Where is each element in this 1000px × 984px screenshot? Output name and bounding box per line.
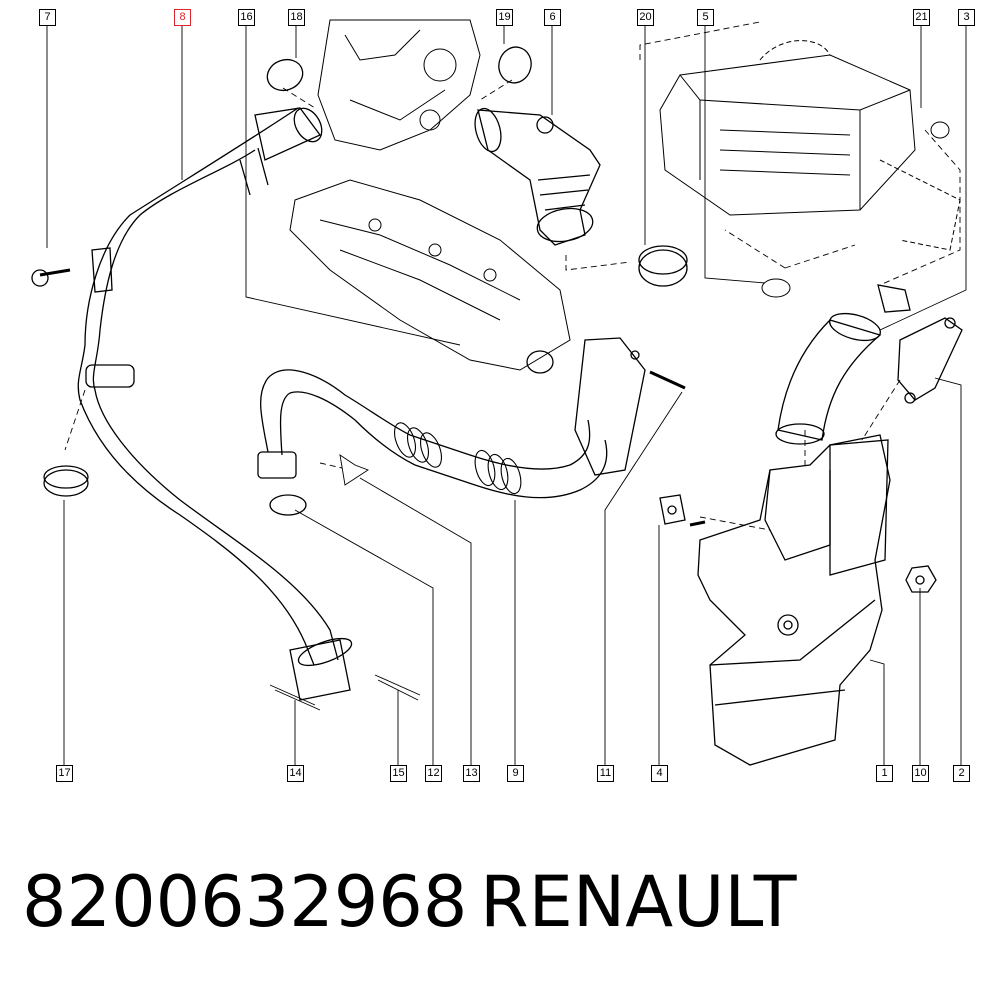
callout-20[interactable]: 20 — [637, 9, 654, 26]
pipe-part-9 — [257, 337, 686, 516]
cover-part-2 — [897, 317, 963, 404]
intake-manifold — [289, 19, 571, 371]
callout-8-highlighted[interactable]: 8 — [174, 9, 191, 26]
callout-16[interactable]: 16 — [238, 9, 255, 26]
leader-lines — [46, 25, 967, 765]
callout-12[interactable]: 12 — [425, 765, 442, 782]
callout-7[interactable]: 7 — [39, 9, 56, 26]
part-number: 8200632968 — [22, 861, 468, 943]
callout-5[interactable]: 5 — [697, 9, 714, 26]
air-filter-box — [659, 40, 961, 298]
callout-6[interactable]: 6 — [544, 9, 561, 26]
callout-3[interactable]: 3 — [958, 9, 975, 26]
callout-18[interactable]: 18 — [288, 9, 305, 26]
hose-part-8 — [77, 107, 353, 701]
inlet-elbow-part-6 — [474, 107, 601, 246]
callout-14[interactable]: 14 — [287, 765, 304, 782]
assembly-dashed-lines — [64, 21, 961, 531]
hose-clamps — [43, 46, 688, 497]
callout-13[interactable]: 13 — [463, 765, 480, 782]
callout-2[interactable]: 2 — [953, 765, 970, 782]
callout-19[interactable]: 19 — [496, 9, 513, 26]
hose-part-3 — [775, 284, 911, 445]
fixings — [31, 268, 937, 711]
callout-4[interactable]: 4 — [651, 765, 668, 782]
intercooler-housing-part-1 — [659, 434, 891, 766]
callout-9[interactable]: 9 — [507, 765, 524, 782]
callout-1[interactable]: 1 — [876, 765, 893, 782]
callout-15[interactable]: 15 — [390, 765, 407, 782]
callout-17[interactable]: 17 — [56, 765, 73, 782]
callout-10[interactable]: 10 — [912, 765, 929, 782]
callout-11[interactable]: 11 — [597, 765, 614, 782]
callout-21[interactable]: 21 — [913, 9, 930, 26]
brand-name: RENAULT — [480, 861, 797, 943]
